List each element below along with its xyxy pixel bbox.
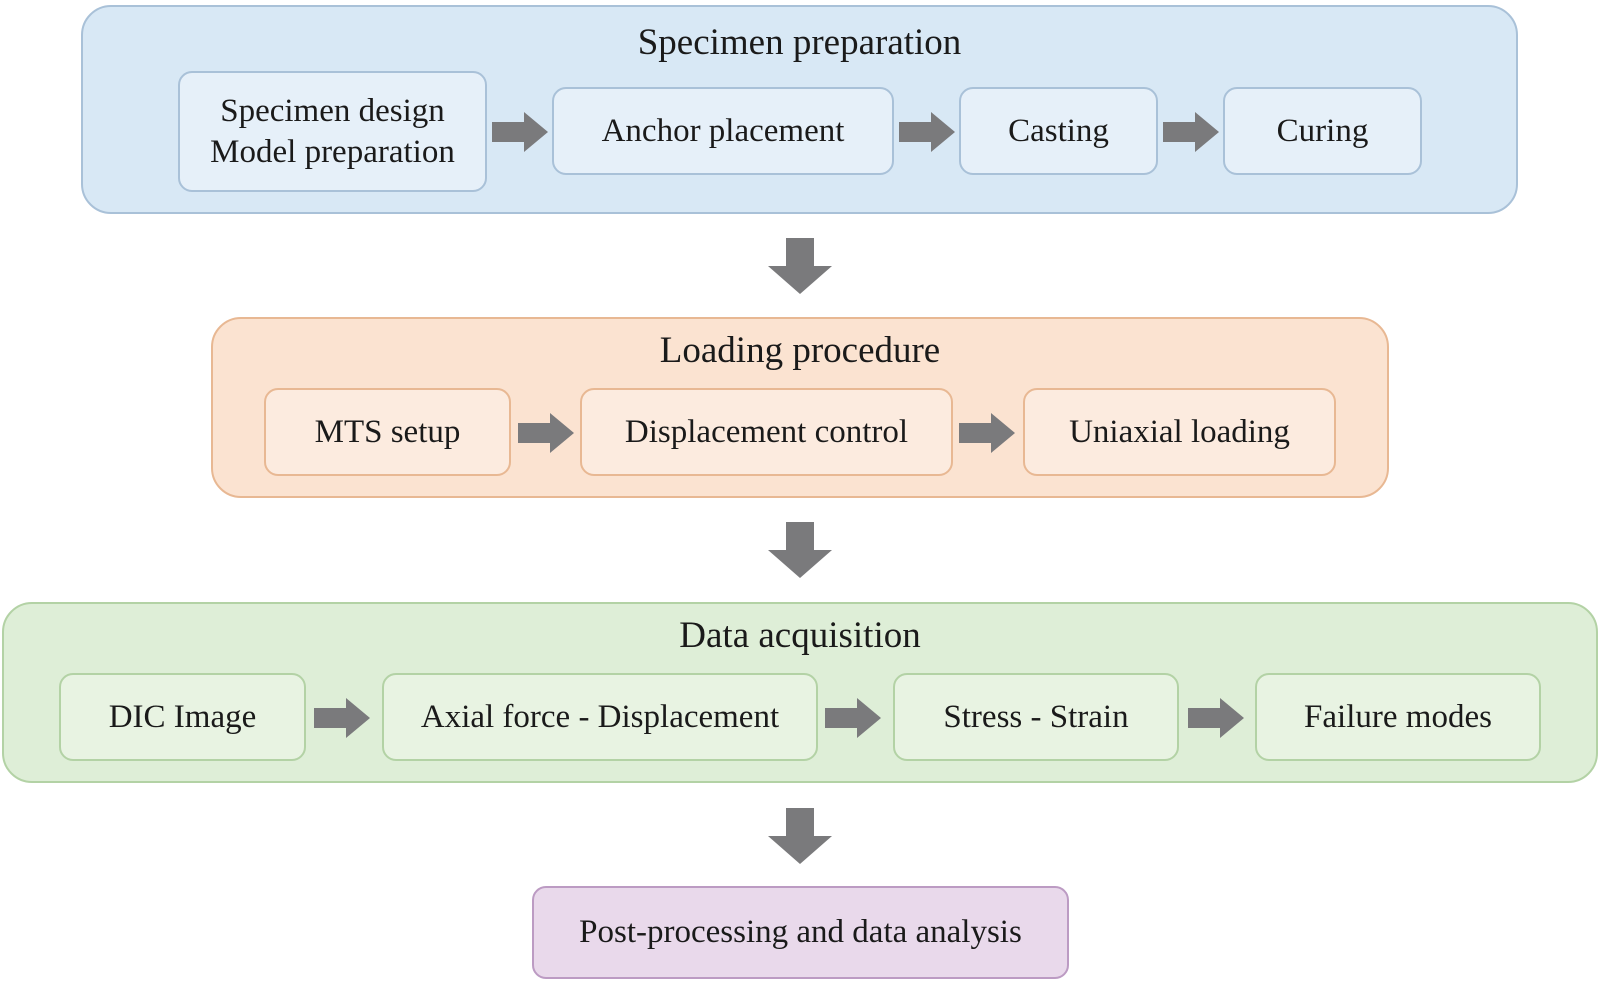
specimen-design-box: Specimen design Model preparation: [178, 71, 487, 192]
stress-strain-label: Stress - Strain: [943, 698, 1129, 735]
casting-label: Casting: [1008, 112, 1109, 149]
displacement-control-box: Displacement control: [580, 388, 953, 476]
displacement-control-label: Displacement control: [624, 413, 909, 450]
failure-modes-box: Failure modes: [1255, 673, 1541, 761]
stress-strain-box: Stress - Strain: [893, 673, 1179, 761]
arrow-down-icon: [768, 522, 832, 578]
arrow-right-icon: [959, 413, 1015, 453]
mts-setup-box: MTS setup: [264, 388, 511, 476]
arrow-down-icon: [768, 238, 832, 294]
curing-label: Curing: [1276, 112, 1369, 149]
arrow-right-icon: [899, 112, 955, 152]
anchor-placement-label: Anchor placement: [601, 112, 845, 149]
uniaxial-loading-box: Uniaxial loading: [1023, 388, 1336, 476]
arrow-right-icon: [314, 698, 370, 738]
arrow-right-icon: [1188, 698, 1244, 738]
anchor-placement-box: Anchor placement: [552, 87, 894, 175]
loading-procedure-title: Loading procedure: [659, 330, 941, 371]
casting-box: Casting: [959, 87, 1158, 175]
curing-box: Curing: [1223, 87, 1422, 175]
uniaxial-loading-label: Uniaxial loading: [1069, 413, 1290, 450]
model-preparation-label: Model preparation: [210, 133, 455, 170]
arrow-right-icon: [492, 112, 548, 152]
dic-image-label: DIC Image: [108, 698, 257, 735]
arrow-right-icon: [1163, 112, 1219, 152]
axial-force-displacement-box: Axial force - Displacement: [382, 673, 818, 761]
dic-image-box: DIC Image: [59, 673, 306, 761]
arrow-right-icon: [518, 413, 574, 453]
post-processing-label: Post-processing and data analysis: [579, 914, 1022, 950]
arrow-down-icon: [768, 808, 832, 864]
arrow-right-icon: [825, 698, 881, 738]
failure-modes-label: Failure modes: [1304, 698, 1492, 735]
specimen-preparation-title: Specimen preparation: [637, 22, 962, 63]
specimen-design-label: Specimen design: [220, 92, 445, 129]
post-processing-box: Post-processing and data analysis: [532, 886, 1069, 979]
mts-setup-label: MTS setup: [314, 413, 461, 450]
axial-force-displacement-label: Axial force - Displacement: [420, 698, 780, 735]
data-acquisition-title: Data acquisition: [679, 615, 921, 656]
